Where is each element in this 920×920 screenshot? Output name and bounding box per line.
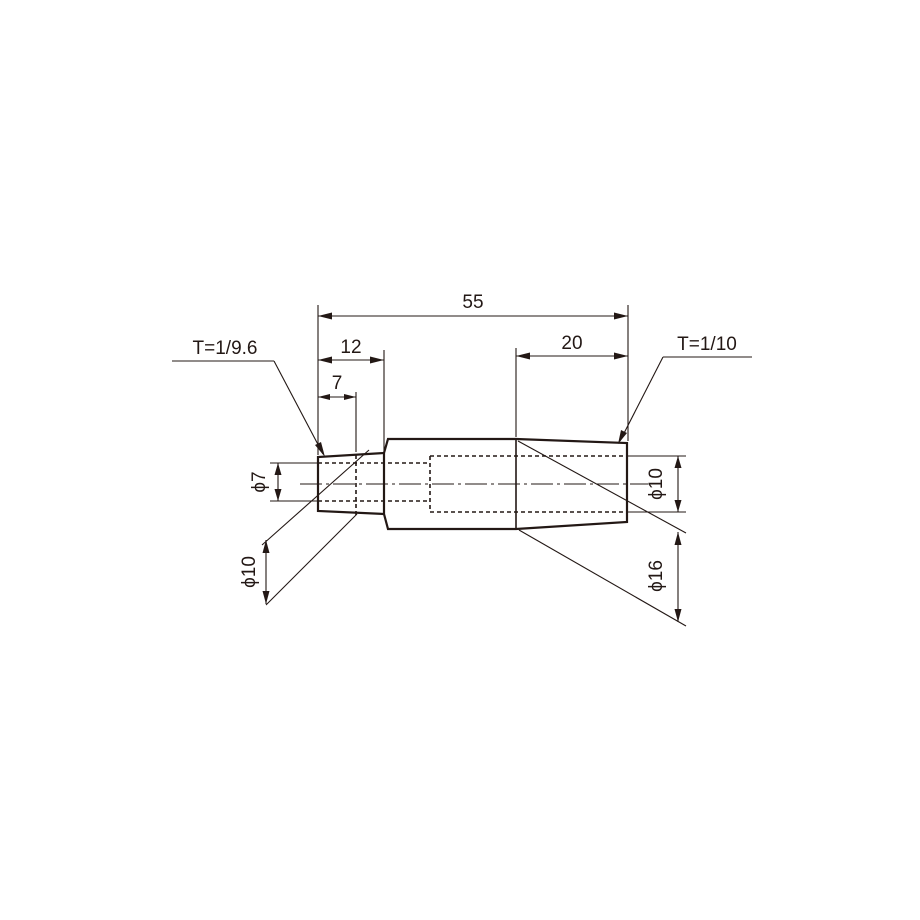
dimension-left-step: 12 [318,337,384,364]
taper-callout-right: T=1/10 [618,334,752,444]
dimension-overall-length: 55 [318,292,628,320]
dimension-right-taper-diameter: ϕ16 [517,440,687,627]
dimension-phi7-label: ϕ7 [249,471,270,492]
dimension-left-bore-depth: 7 [318,373,356,400]
dimension-phi10-left-label: ϕ10 [239,556,260,588]
extension-lines [317,305,629,455]
taper-left-label: T=1/9.6 [193,338,258,359]
dimension-phi10-right-label: ϕ10 [646,468,667,500]
taper-callout-left: T=1/9.6 [172,338,325,457]
dimension-left-taper-diameter: ϕ10 [239,449,370,606]
dimension-55-label: 55 [462,292,483,313]
hidden-lines [318,455,627,516]
main-body-outline [382,437,629,531]
dimension-7-label: 7 [332,373,343,394]
dimension-12-label: 12 [340,337,361,358]
dimension-right-bore-diameter: ϕ10 [627,455,686,513]
left-section-outline [316,451,385,516]
dimension-20-label: 20 [561,333,582,354]
dimension-right-taper: 20 [516,333,628,360]
dimension-left-bore-diameter: ϕ7 [249,462,318,502]
dimension-phi16-label: ϕ16 [646,560,667,592]
taper-right-label: T=1/10 [677,334,737,355]
